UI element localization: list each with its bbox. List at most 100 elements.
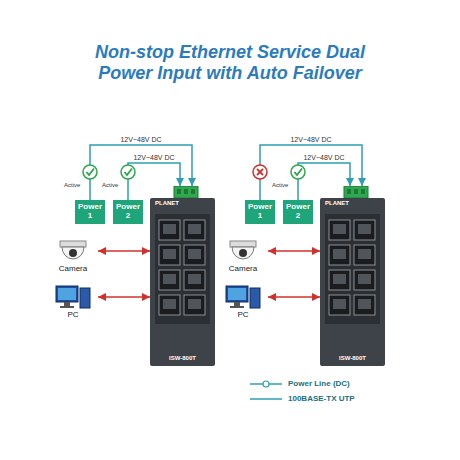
rj45-port [354, 295, 375, 315]
camera-lens [239, 249, 247, 257]
port-socket [188, 249, 201, 259]
status-label: Active [102, 182, 118, 188]
port-socket [188, 274, 201, 284]
brand-logo: PLANET [152, 200, 213, 207]
power-label: Power 1 [246, 203, 274, 221]
cross-circle [253, 165, 267, 179]
check-circle [83, 165, 97, 179]
power-terminal [174, 186, 198, 198]
legend-line-dot [263, 381, 269, 387]
status-label: Active [64, 182, 80, 188]
switch-housing [320, 198, 385, 366]
camera-mount [60, 241, 86, 247]
switch-illustration [150, 186, 215, 366]
rj45-port [184, 220, 205, 240]
power-line [298, 163, 350, 200]
port-socket [358, 274, 371, 284]
monitor-stand [234, 302, 240, 306]
camera-device: Camera [48, 238, 98, 274]
rj45-port [354, 270, 375, 290]
legend-text: 100BASE-TX UTP [288, 394, 355, 403]
device-label: Camera [48, 264, 98, 274]
power-source-box: Power 1 [75, 200, 105, 224]
rj45-port [329, 295, 350, 315]
port-socket [358, 249, 371, 259]
rj45-port [184, 245, 205, 265]
ethernet-switch: PLANET ISW-800T [320, 186, 385, 366]
port-panel [325, 214, 380, 324]
monitor-base [60, 306, 74, 308]
model-name: ISW-800T [152, 355, 213, 362]
active-check [121, 165, 135, 179]
port-socket [163, 249, 176, 259]
camera-dome [62, 247, 84, 259]
rj45-port [329, 270, 350, 290]
ethernet-link [98, 296, 150, 298]
monitor [56, 286, 78, 302]
brand-logo: PLANET [322, 200, 383, 207]
check-mark [87, 169, 95, 176]
port-socket [163, 299, 176, 309]
power-terminal [344, 186, 368, 198]
rj45-port [159, 295, 180, 315]
device-label: PC [218, 310, 268, 320]
voltage-label: 12V~48V DC [290, 136, 331, 144]
ethernet-link [268, 250, 320, 252]
legend-line-sample [250, 398, 282, 400]
port-socket [333, 224, 346, 234]
rj45-port [329, 220, 350, 240]
check-circle [291, 165, 305, 179]
terminal-slot [177, 189, 181, 194]
terminal-slot [347, 189, 351, 194]
port-socket [358, 299, 371, 309]
voltage-label: 12V~48V DC [303, 154, 344, 162]
power-label: Power 2 [284, 203, 312, 221]
port-socket [333, 274, 346, 284]
monitor-stand [64, 302, 70, 306]
monitor-base [230, 306, 244, 308]
check-mark [295, 169, 303, 176]
pc-device: PC [218, 284, 268, 320]
terminal-slot [184, 189, 188, 194]
power-label: Power 2 [114, 203, 142, 221]
camera-icon [218, 238, 268, 264]
voltage-label: 12V~48V DC [120, 136, 161, 144]
port-socket [163, 224, 176, 234]
terminal-slot [354, 189, 358, 194]
port-socket [188, 299, 201, 309]
camera-dome [232, 247, 254, 259]
pc-device: PC [48, 284, 98, 320]
rj45-port [329, 245, 350, 265]
failed-cross [253, 165, 267, 179]
ethernet-link [98, 250, 150, 252]
port-socket [333, 299, 346, 309]
power-label: Power 1 [76, 203, 104, 221]
active-check [83, 165, 97, 179]
port-socket [333, 249, 346, 259]
legend-text: Power Line (DC) [288, 379, 350, 388]
model-name: ISW-800T [322, 355, 383, 362]
rj45-port [159, 220, 180, 240]
rj45-port [159, 245, 180, 265]
rj45-port [159, 270, 180, 290]
switch-illustration [320, 186, 385, 366]
status-label: Active [272, 182, 288, 188]
camera-mount [230, 241, 256, 247]
port-socket [188, 224, 201, 234]
power-source-box: Power 1 [245, 200, 275, 224]
power-source-box: Power 2 [283, 200, 313, 224]
camera-lens [69, 249, 77, 257]
cross-mark [257, 169, 263, 175]
monitor-screen [228, 288, 246, 300]
check-mark [125, 169, 133, 176]
pc-icon [218, 284, 268, 310]
port-socket [163, 274, 176, 284]
active-check [291, 165, 305, 179]
terminal-slot [191, 189, 195, 194]
monitor [226, 286, 248, 302]
power-line [128, 163, 180, 200]
camera-icon [48, 238, 98, 264]
device-label: Camera [218, 264, 268, 274]
ethernet-link [268, 296, 320, 298]
